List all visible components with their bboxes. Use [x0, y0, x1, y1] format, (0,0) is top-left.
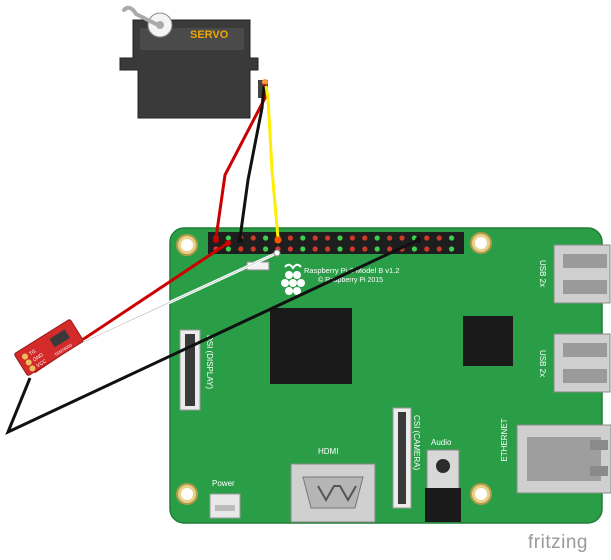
raspberry-logo-icon	[281, 263, 305, 295]
sensor-label-2: GND	[32, 352, 45, 363]
power-port: Power	[209, 479, 241, 519]
ethernet-port: ETHERNET	[500, 418, 611, 494]
gpio-pin	[312, 235, 318, 241]
gpio-pin	[362, 235, 368, 241]
gpio-header	[208, 232, 464, 254]
sensor-label-3: VCC	[36, 358, 48, 369]
servo-motor: SERVO	[119, 5, 268, 119]
gpio-pin	[449, 235, 455, 241]
gpio-pin	[436, 246, 442, 252]
gpio-pin	[287, 246, 293, 252]
servo-ground-wire	[238, 85, 266, 239]
gpio-pin	[387, 235, 393, 241]
usb-bottom-label: USB 2x	[538, 350, 547, 377]
gpio-pin	[436, 235, 442, 241]
gpio-pin	[300, 246, 306, 252]
csi-label: CSI (CAMERA)	[412, 415, 421, 470]
hdmi-port: HDMI	[290, 447, 376, 523]
gpio-pin	[337, 235, 343, 241]
gpio-pin	[312, 246, 318, 252]
gpio-pin	[250, 235, 256, 241]
sensor-ground-wire	[5, 238, 419, 435]
audio-label: Audio	[431, 438, 452, 447]
gpio-pin	[424, 246, 430, 252]
sensor-label-1: TG	[28, 348, 37, 357]
gpio-pin	[374, 235, 380, 241]
gpio-pin	[449, 246, 455, 252]
usb-top-label: USB 2x	[538, 260, 547, 287]
gpio-pin	[325, 235, 331, 241]
gpio-pin	[399, 235, 405, 241]
gpio-pin	[225, 246, 231, 252]
gpio-pin	[424, 235, 430, 241]
power-label: Power	[212, 479, 235, 488]
dsi-label: DSI (DISPLAY)	[205, 335, 214, 389]
servo-label: SERVO	[190, 29, 229, 41]
gpio-pin	[287, 235, 293, 241]
gpio-pin	[325, 246, 331, 252]
audio-jack: Audio	[425, 438, 461, 522]
board-copyright: © Raspberry Pi 2015	[318, 276, 383, 284]
gpio-pin	[250, 246, 256, 252]
lan-chip	[463, 316, 513, 366]
gpio-pin	[238, 246, 244, 252]
gpio-pin	[349, 235, 355, 241]
hdmi-label: HDMI	[318, 447, 338, 456]
usb-port-top: USB 2x	[538, 244, 611, 304]
gpio-pin	[263, 235, 269, 241]
fritzing-logo: fritzing	[528, 532, 588, 553]
gpio-pin	[362, 246, 368, 252]
light-sensor-breakout: TG GND VCC TEMT6000	[14, 319, 84, 376]
gpio-pin	[263, 246, 269, 252]
cpu-chip	[270, 308, 352, 384]
gpio-pin	[349, 246, 355, 252]
gpio-pin	[374, 246, 380, 252]
servo-signal-wire	[264, 85, 280, 239]
gpio-pin	[387, 246, 393, 252]
csi-connector: CSI (CAMERA)	[392, 407, 421, 509]
gpio-pin	[337, 246, 343, 252]
raspberry-pi-board: Raspberry Pi 2 Model B v1.2 © Raspberry …	[169, 227, 611, 524]
gpio-pin	[225, 235, 231, 241]
ethernet-label: ETHERNET	[500, 418, 509, 461]
usb-port-bottom: USB 2x	[538, 333, 611, 393]
gpio-pin	[300, 235, 306, 241]
gpio-pin	[411, 246, 417, 252]
